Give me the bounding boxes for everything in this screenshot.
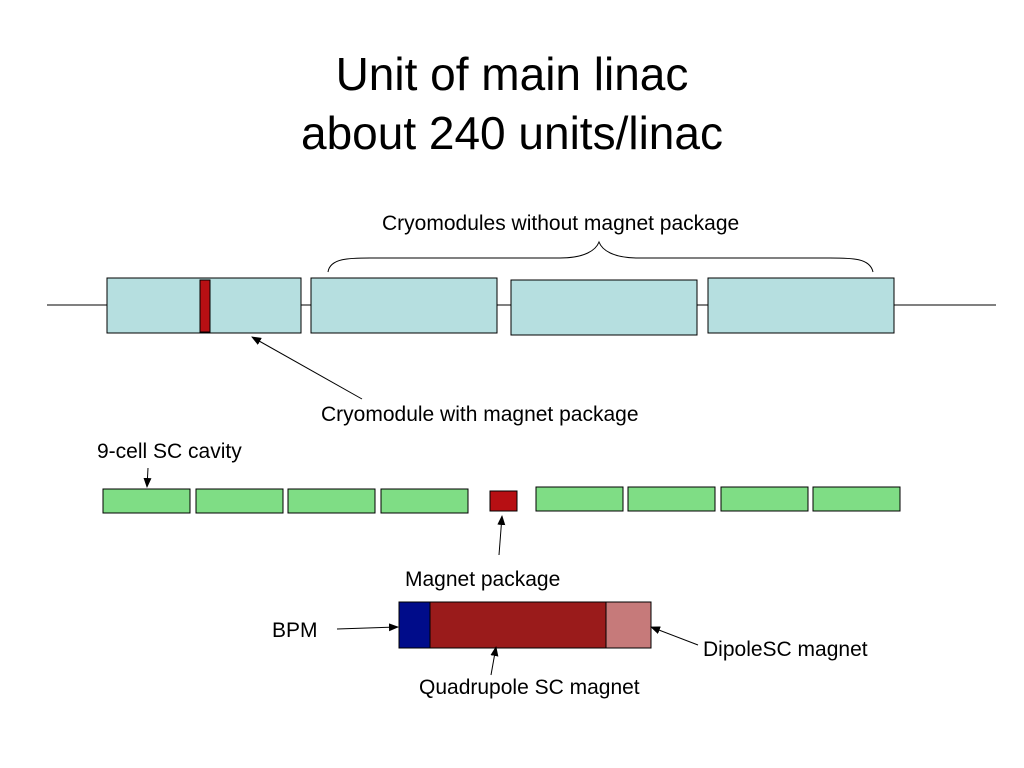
label-bpm: BPM xyxy=(272,619,318,642)
cavity-4 xyxy=(380,488,469,514)
bpm-block xyxy=(398,601,431,649)
bpm-arrow xyxy=(336,623,399,632)
title-line-1: Unit of main linac xyxy=(335,48,689,100)
cavity-5 xyxy=(535,486,624,512)
cavity-8 xyxy=(812,486,901,512)
label-dipole: DipoleSC magnet xyxy=(703,638,868,661)
magnet-package-arrow xyxy=(497,515,506,556)
magnet-package-block xyxy=(489,490,518,512)
cavity-6 xyxy=(627,486,716,512)
dipole-block xyxy=(605,601,652,649)
cryomodules-brace xyxy=(327,240,874,273)
cryomodule-magnet-marker xyxy=(199,279,211,333)
quadrupole-block xyxy=(429,601,607,649)
cryomodule-2 xyxy=(310,277,498,334)
label-quadrupole: Quadrupole SC magnet xyxy=(419,676,640,699)
cavity-3 xyxy=(287,488,376,514)
cavity-arrow xyxy=(143,467,152,488)
cavity-2 xyxy=(195,488,284,514)
cryomodule-arrow xyxy=(251,336,363,400)
label-cavity: 9-cell SC cavity xyxy=(97,440,242,463)
quadrupole-arrow xyxy=(490,646,499,676)
cryomodule-4 xyxy=(707,277,895,334)
label-cryomodule-with: Cryomodule with magnet package xyxy=(321,403,639,426)
title-line-2: about 240 units/linac xyxy=(301,107,723,159)
cavity-1 xyxy=(102,488,191,514)
cryomodule-3 xyxy=(510,279,698,336)
cavity-7 xyxy=(720,486,809,512)
label-magnet-package: Magnet package xyxy=(405,568,561,591)
label-cryomodules-without: Cryomodules without magnet package xyxy=(382,212,740,235)
dipole-arrow xyxy=(650,626,699,646)
